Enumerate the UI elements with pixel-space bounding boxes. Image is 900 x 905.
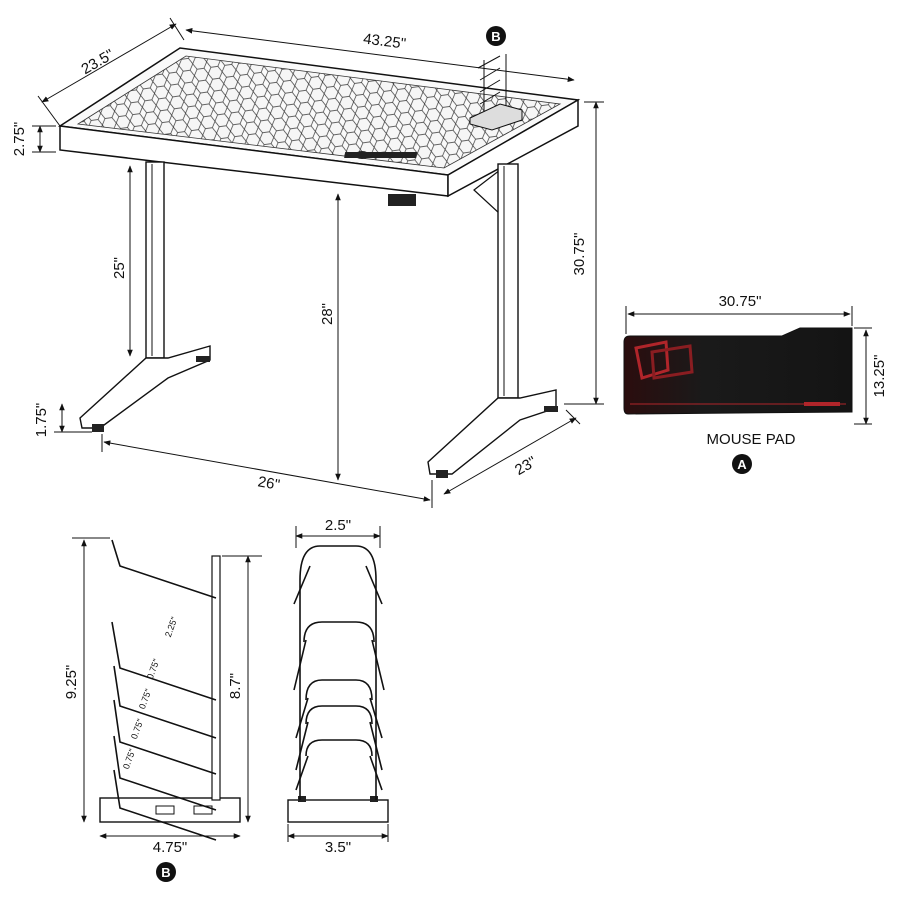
dim-holder-arm-gap: 0.75" xyxy=(137,688,153,711)
dim-desk-foot-height: 1.75" xyxy=(33,403,50,438)
dim-desk-knee-clearance: 28" xyxy=(319,303,336,325)
dim-holder-base-depth: 3.5" xyxy=(325,839,351,856)
holder-front-view: 2.5" 3.5" xyxy=(287,517,389,856)
dim-desk-leg-height: 25" xyxy=(111,257,128,279)
dim-holder-arm-gap: 0.75" xyxy=(121,748,137,771)
desk-right-leg xyxy=(427,163,558,478)
mouse-pad-shape xyxy=(623,327,853,415)
dim-holder-post-height: 8.7" xyxy=(227,673,244,699)
mouse-pad-logo xyxy=(634,340,694,380)
holder-side-view: 2.25" 0.75" 0.75" 0.75" 0.75" 9.25" 8.7"… xyxy=(63,537,262,882)
dim-desk-foot-depth: 23" xyxy=(512,453,540,479)
desk-drawing: B 23.5" 43.25" xyxy=(11,17,604,508)
dim-holder-top-width: 2.5" xyxy=(325,517,351,534)
dim-holder-total-height: 9.25" xyxy=(63,665,80,700)
callout-letter: B xyxy=(491,29,500,44)
mouse-pad-label: MOUSE PAD xyxy=(707,431,796,448)
usb-port-icon xyxy=(155,805,175,815)
callout-badge-a: A xyxy=(732,454,752,474)
desk-left-leg xyxy=(79,161,211,432)
callout-badge-b-holder: B xyxy=(156,862,176,882)
desk-logo xyxy=(344,151,418,159)
dim-holder-arm-gap: 0.75" xyxy=(129,718,145,741)
holder-base-front xyxy=(287,799,389,823)
dim-desk-top-thickness: 2.75" xyxy=(11,122,28,157)
desk-side-edge xyxy=(447,98,579,198)
dim-holder-arm-gap: 0.75" xyxy=(145,658,161,681)
dim-desk-width: 43.25" xyxy=(362,30,407,52)
dim-desk-leg-span: 26" xyxy=(256,473,281,494)
dim-pad-width: 30.75" xyxy=(719,293,762,310)
dim-desk-height: 30.75" xyxy=(571,233,588,276)
callout-badge-b-desk: B xyxy=(486,26,506,46)
control-box xyxy=(388,194,416,206)
dim-holder-base-width: 4.75" xyxy=(153,839,188,856)
callout-letter: B xyxy=(161,865,170,880)
dim-desk-depth: 23.5" xyxy=(79,46,117,78)
dim-holder-arm-gap-top: 2.25" xyxy=(163,616,179,639)
mouse-pad-drawing: 30.75" 13.25" MOUSE PAD A xyxy=(623,293,888,474)
dim-pad-height: 13.25" xyxy=(871,355,888,398)
callout-letter: A xyxy=(737,457,747,472)
